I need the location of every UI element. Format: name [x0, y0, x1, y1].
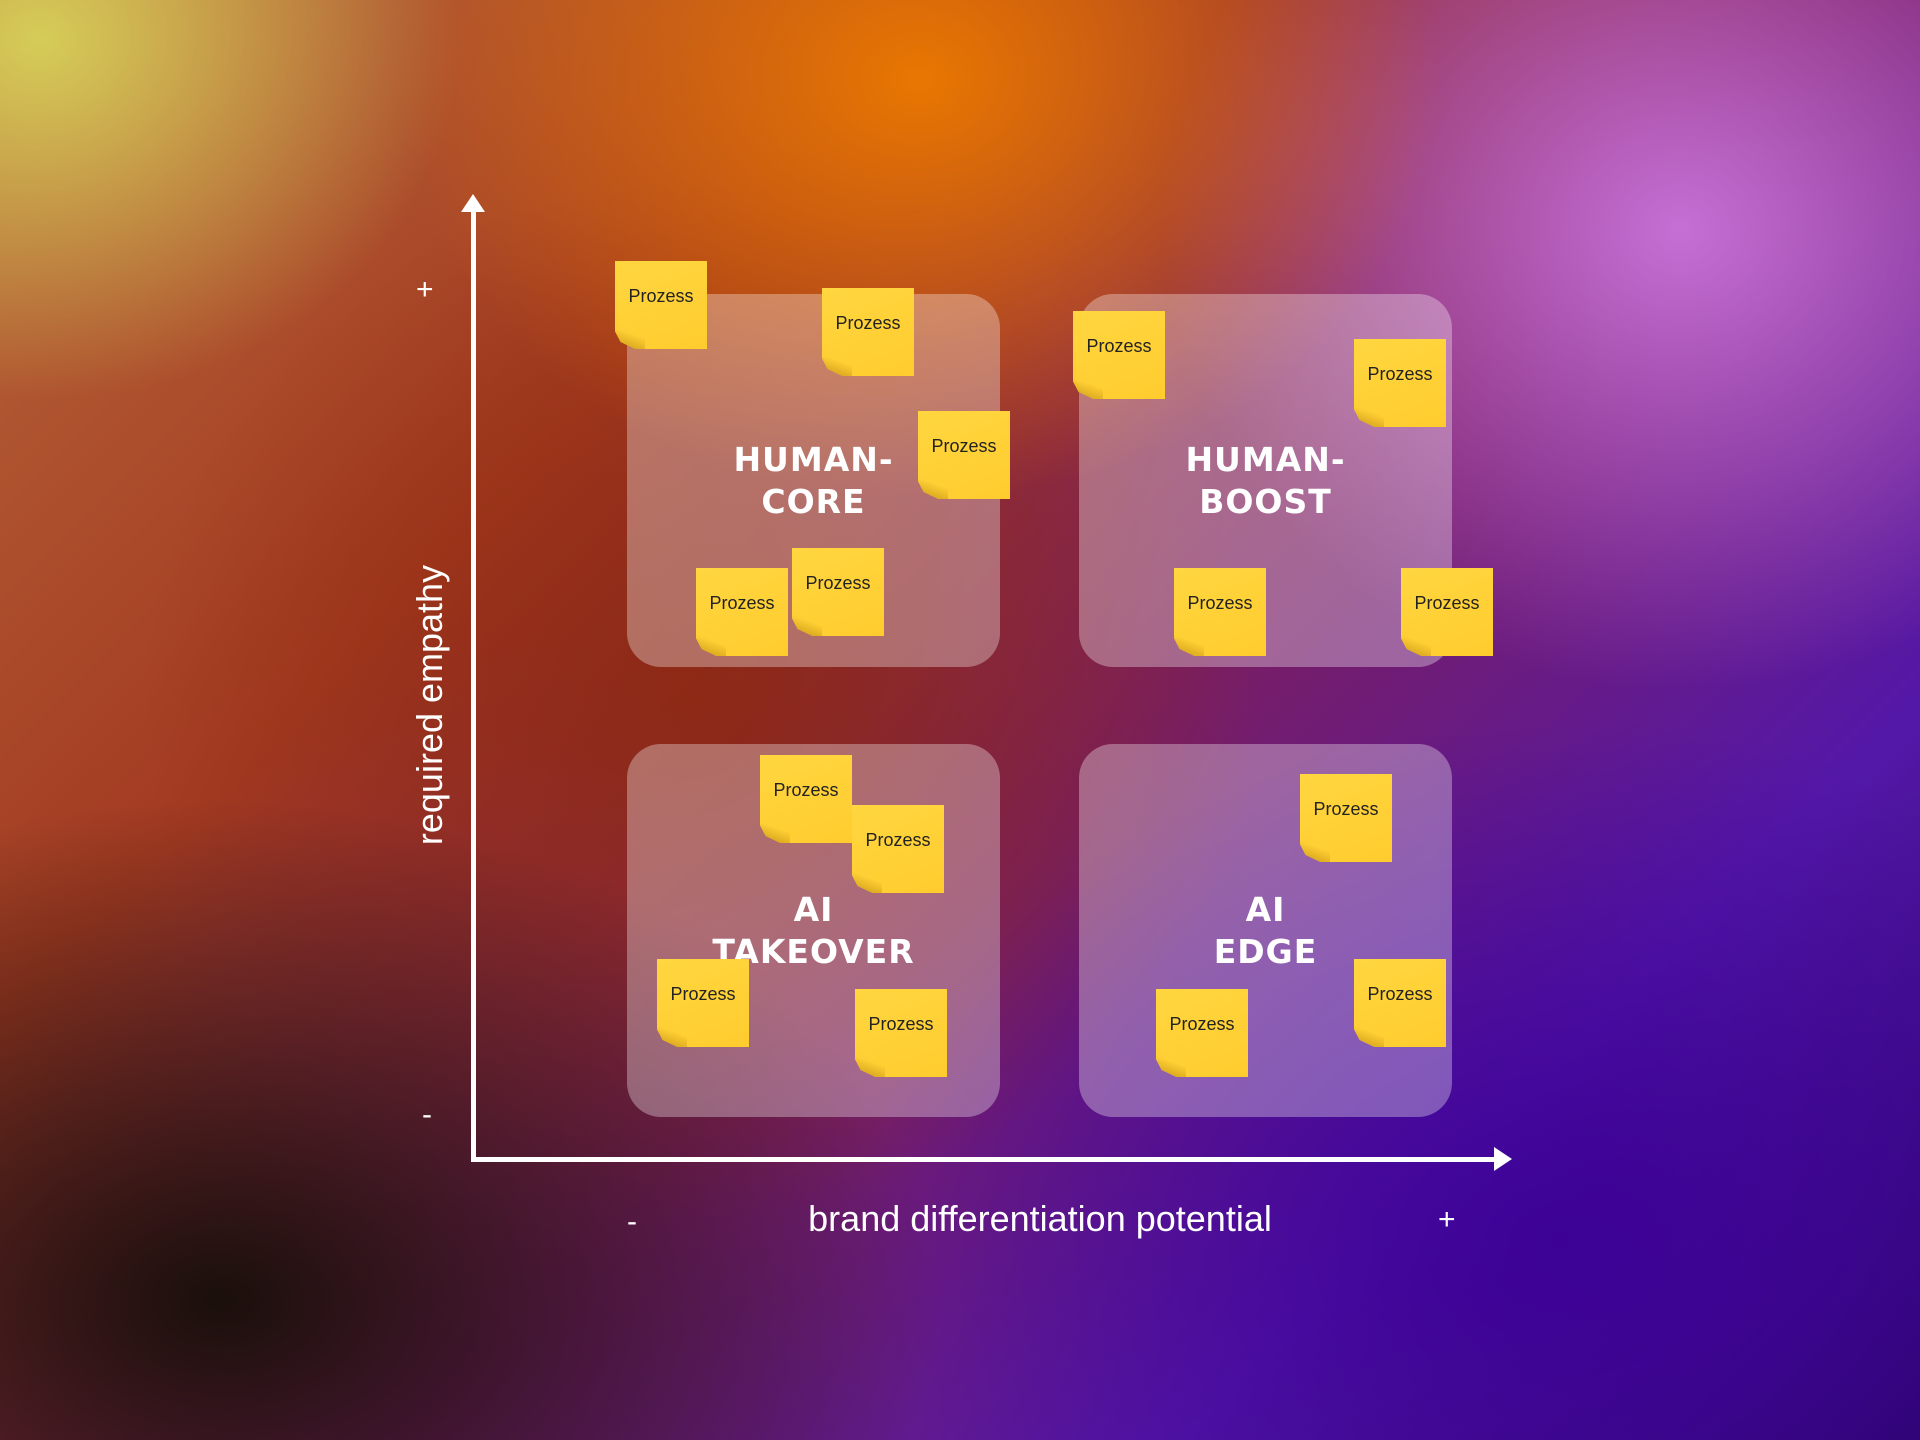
- y-axis-label: required empathy: [409, 564, 450, 846]
- sticky-note-label: Prozess: [628, 285, 694, 306]
- sticky-note-label: Prozess: [709, 592, 775, 613]
- quadrant-ai-edge: AI EDGE: [1079, 744, 1452, 1117]
- quadrant-title-line1: HUMAN-: [733, 439, 894, 479]
- sticky-note[interactable]: Prozess: [760, 755, 852, 843]
- sticky-note[interactable]: Prozess: [1073, 311, 1165, 399]
- sticky-note[interactable]: Prozess: [918, 411, 1010, 499]
- sticky-note[interactable]: Prozess: [855, 989, 947, 1077]
- sticky-note[interactable]: Prozess: [1401, 568, 1493, 656]
- sticky-note[interactable]: Prozess: [696, 568, 788, 656]
- sticky-note-label: Prozess: [865, 829, 931, 850]
- quadrant-title-line2: CORE: [761, 481, 866, 521]
- x-axis-label: brand differentiation potential: [808, 1198, 1272, 1239]
- y-axis-low-sign: -: [422, 1098, 432, 1131]
- sticky-note[interactable]: Prozess: [657, 959, 749, 1047]
- quadrant-title: AI EDGE: [1214, 889, 1318, 973]
- sticky-note-label: Prozess: [1367, 983, 1433, 1004]
- quadrant-title-line2: EDGE: [1213, 931, 1318, 971]
- y-axis-high-sign: +: [416, 273, 434, 306]
- sticky-note-label: Prozess: [1414, 592, 1480, 613]
- sticky-note-label: Prozess: [805, 572, 871, 593]
- quadrant-title-line1: AI: [1245, 889, 1286, 929]
- x-axis-arrow-icon: [1494, 1147, 1512, 1171]
- sticky-note[interactable]: Prozess: [792, 548, 884, 636]
- sticky-note-label: Prozess: [1187, 592, 1253, 613]
- sticky-note[interactable]: Prozess: [822, 288, 914, 376]
- sticky-note-label: Prozess: [1313, 798, 1379, 819]
- sticky-note-label: Prozess: [868, 1013, 934, 1034]
- quadrant-title: HUMAN- BOOST: [1185, 439, 1345, 523]
- quadrant-title-line2: BOOST: [1199, 481, 1332, 521]
- quadrant-title: HUMAN- CORE: [733, 439, 893, 523]
- sticky-note[interactable]: Prozess: [1156, 989, 1248, 1077]
- sticky-note[interactable]: Prozess: [1354, 959, 1446, 1047]
- x-axis-low-sign: -: [627, 1205, 637, 1238]
- sticky-note-label: Prozess: [773, 779, 839, 800]
- y-axis-line: [471, 200, 476, 1162]
- x-axis-high-sign: +: [1438, 1203, 1456, 1236]
- sticky-note[interactable]: Prozess: [1300, 774, 1392, 862]
- sticky-note-label: Prozess: [1367, 363, 1433, 384]
- quadrant-title-line1: HUMAN-: [1185, 439, 1346, 479]
- sticky-note-label: Prozess: [835, 312, 901, 333]
- sticky-note-label: Prozess: [670, 983, 736, 1004]
- sticky-note-label: Prozess: [1086, 335, 1152, 356]
- quadrant-title-line1: AI: [793, 889, 834, 929]
- sticky-note[interactable]: Prozess: [1174, 568, 1266, 656]
- sticky-note[interactable]: Prozess: [1354, 339, 1446, 427]
- sticky-note[interactable]: Prozess: [852, 805, 944, 893]
- sticky-note-label: Prozess: [931, 435, 997, 456]
- sticky-note[interactable]: Prozess: [615, 261, 707, 349]
- y-axis-arrow-icon: [461, 194, 485, 212]
- sticky-note-label: Prozess: [1169, 1013, 1235, 1034]
- x-axis-line: [471, 1157, 1505, 1162]
